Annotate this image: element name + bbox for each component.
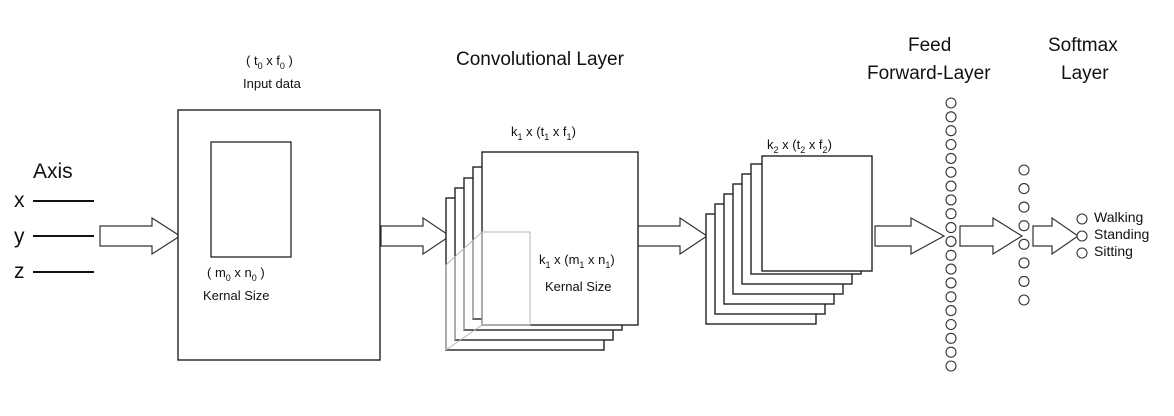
softmax-output-sitting: Sitting xyxy=(1094,243,1133,259)
hidden-neuron-3 xyxy=(1018,201,1030,213)
axis-title: Axis xyxy=(33,160,73,183)
feedforward-neuron-15 xyxy=(945,291,957,303)
input-caption: Input data xyxy=(243,76,302,91)
input-dims: ( t0 x f0 ) xyxy=(246,53,293,71)
feedforward-neuron-2 xyxy=(945,111,957,123)
softmax-title-line1: Softmax xyxy=(1048,35,1118,56)
hidden-neuron-5 xyxy=(1018,238,1030,250)
axis-label-z: z xyxy=(14,260,25,283)
feedforward-neuron-19 xyxy=(945,346,957,358)
conv-dims: k1 x (t1 x f1) xyxy=(511,124,576,142)
feedforward-block: Feed Forward-Layer xyxy=(867,35,991,372)
conv-feature-map-1 xyxy=(481,151,639,326)
softmax-block: Softmax Layer Walking Standing Sitting xyxy=(1048,35,1149,259)
feedforward-neuron-10 xyxy=(945,222,957,234)
axis-group: Axis x y z xyxy=(14,160,94,283)
softmax-neuron-sitting xyxy=(1076,247,1088,259)
feedforward-neuron-17 xyxy=(945,318,957,331)
conv-title: Convolutional Layer xyxy=(456,49,625,70)
feedforward-title-line1: Feed xyxy=(908,35,951,56)
conv2-feature-map-1 xyxy=(761,155,873,272)
input-kernel-box xyxy=(210,141,292,258)
feedforward-neuron-8 xyxy=(945,194,957,206)
feedforward-neuron-11 xyxy=(945,235,957,247)
arrow-feedforward-to-hidden xyxy=(959,216,1024,256)
feedforward-title-line2: Forward-Layer xyxy=(867,63,991,84)
arrow-hidden-to-softmax xyxy=(1032,216,1080,256)
feedforward-neuron-6 xyxy=(945,166,957,178)
conv2-dims: k2 x (t2 x f2) xyxy=(767,137,832,155)
arrow-conv-to-conv2 xyxy=(637,216,709,256)
feedforward-neuron-16 xyxy=(945,305,957,317)
conv-kernel-cube xyxy=(445,231,531,351)
conv-layer-block: Convolutional Layer k1 x (t1 x f1) k1 x … xyxy=(445,49,639,351)
feedforward-neuron-1 xyxy=(945,97,957,109)
axis-label-x: x xyxy=(14,189,25,212)
softmax-output-walking: Walking xyxy=(1094,209,1143,225)
feedforward-neuron-18 xyxy=(945,332,957,344)
feedforward-neurons xyxy=(945,97,957,372)
input-kernel-dims: ( m0 x n0 ) xyxy=(207,265,265,283)
feedforward-neuron-5 xyxy=(945,152,957,164)
hidden-neuron-4 xyxy=(1018,220,1030,232)
arrow-axis-to-input xyxy=(99,216,182,256)
feedforward-neuron-20 xyxy=(945,360,957,372)
hidden-neuron-1 xyxy=(1018,164,1030,176)
input-data-box xyxy=(177,109,381,361)
conv-kernel-dims: k1 x (m1 x n1) xyxy=(539,252,615,270)
feedforward-neuron-14 xyxy=(945,277,957,289)
axis-label-y: y xyxy=(14,225,25,248)
feedforward-neuron-3 xyxy=(945,125,957,137)
feedforward-neuron-4 xyxy=(945,138,957,151)
feedforward-neuron-13 xyxy=(945,263,957,275)
softmax-neuron-standing xyxy=(1076,230,1088,242)
conv2-layer-block: k2 x (t2 x f2) xyxy=(705,137,873,325)
hidden-neuron-8 xyxy=(1018,294,1030,306)
softmax-title-line2: Layer xyxy=(1061,63,1109,84)
arrow-conv2-to-feedforward xyxy=(874,216,946,256)
softmax-output-standing: Standing xyxy=(1094,226,1149,242)
arrow-input-to-conv xyxy=(380,216,452,256)
hidden-neuron-6 xyxy=(1018,257,1030,269)
input-block: ( t0 x f0 ) Input data ( m0 x n0 ) Kerna… xyxy=(177,53,381,361)
feedforward-neuron-7 xyxy=(945,180,957,192)
hidden-neuron-7 xyxy=(1018,275,1030,287)
softmax-neuron-walking xyxy=(1076,213,1088,225)
hidden-neurons xyxy=(1018,164,1030,306)
arrows xyxy=(99,216,1080,256)
feedforward-neuron-9 xyxy=(945,208,957,220)
input-kernel-caption: Kernal Size xyxy=(203,288,269,303)
feedforward-neuron-12 xyxy=(945,249,957,261)
hidden-neuron-2 xyxy=(1018,183,1030,195)
conv-kernel-caption: Kernal Size xyxy=(545,279,611,294)
